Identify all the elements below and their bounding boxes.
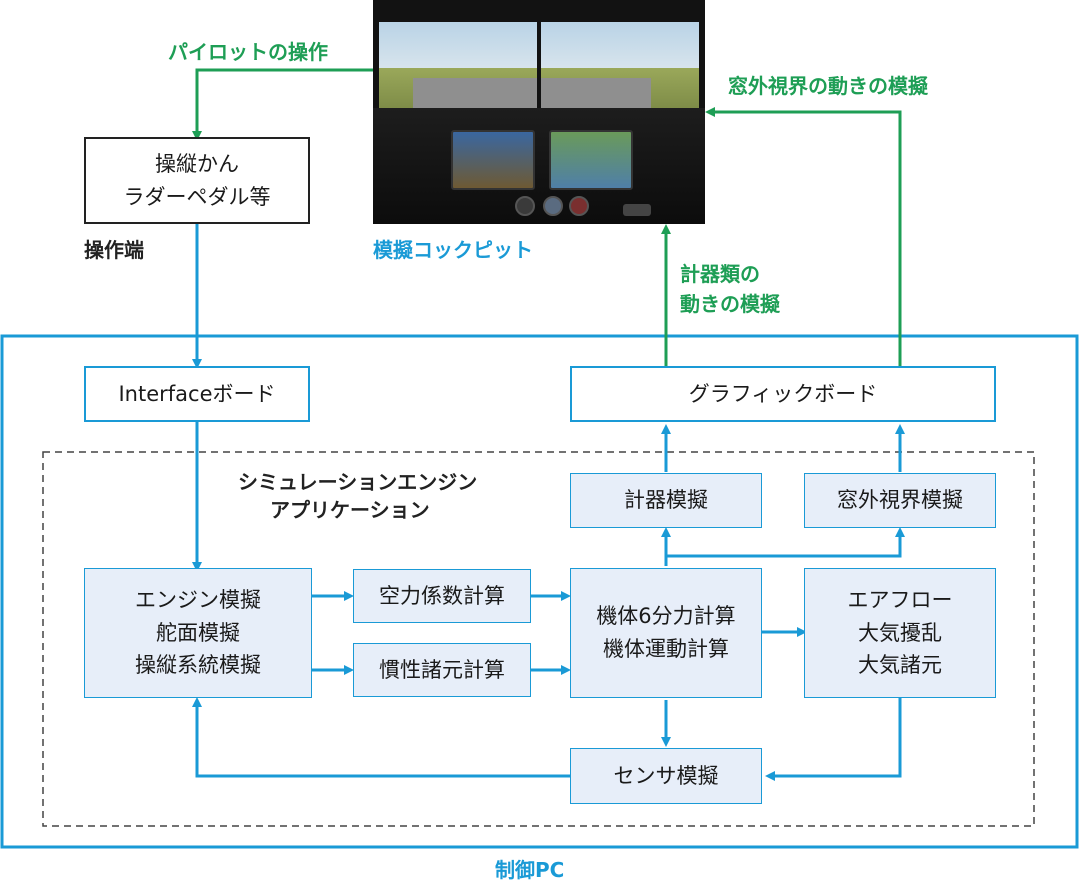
runway-right [541, 78, 651, 108]
engine-app-label-2: アプリケーション [270, 498, 430, 522]
throttle-lever [623, 204, 651, 216]
air-box: エアフロー 大気擾乱 大気諸元 [804, 568, 996, 698]
sensor-sim-label: センサ模擬 [613, 763, 719, 788]
cockpit-caption: 模擬コックピット [373, 238, 533, 262]
red-knob [569, 196, 589, 216]
airframe-to-window-arrow [666, 527, 905, 558]
interface-board-box: Interfaceボード [84, 366, 310, 422]
air-line-3: 大気諸元 [858, 653, 942, 678]
window-view-sim-label: 窓外視界模擬 [837, 488, 963, 513]
engine-sim-line-2: 舵面模擬 [156, 620, 240, 645]
instrument-motion-label-2: 動きの模擬 [680, 292, 780, 316]
graphics-board-label: グラフィックボード [688, 381, 878, 406]
air-line-2: 大気擾乱 [858, 620, 942, 645]
inertia-label: 慣性諸元計算 [379, 657, 505, 682]
view-motion-label: 窓外視界の動きの模擬 [728, 74, 928, 98]
gauge-knob [515, 196, 535, 216]
graphics-board-box: グラフィックボード [570, 366, 996, 422]
multifunction-display [549, 130, 633, 190]
engine-app-label-1: シミュレーションエンジン [238, 470, 478, 494]
instrument-sim-label: 計器模擬 [624, 488, 708, 513]
operator-terminal-label: 操作端 [84, 238, 144, 262]
controls-line-1: 操縦かん [155, 151, 239, 176]
engine-sim-box: エンジン模擬 舵面模擬 操縦系統模擬 [84, 568, 312, 698]
instrument-sim-box: 計器模擬 [570, 473, 762, 528]
instrument-motion-label-1: 計器類の [680, 262, 760, 286]
attitude-gauge [543, 196, 563, 216]
airframe-box: 機体6分力計算 機体運動計算 [570, 568, 762, 698]
controls-line-2: ラダーペダル等 [123, 184, 271, 209]
inertia-box: 慣性諸元計算 [353, 643, 531, 697]
air-line-1: エアフロー [847, 588, 953, 613]
interface-board-label: Interfaceボード [118, 381, 276, 406]
aero-coeff-label: 空力係数計算 [379, 583, 505, 608]
cockpit-photo [373, 0, 705, 224]
runway-left [413, 78, 537, 108]
control-pc-label: 制御PC [495, 858, 565, 882]
airframe-line-2: 機体運動計算 [603, 637, 729, 661]
air-to-sensor-arrow [765, 698, 902, 781]
pilot-operation-arrow [192, 68, 373, 141]
pilot-operation-label: パイロットの操作 [168, 40, 328, 64]
engine-sim-line-3: 操縦系統模擬 [135, 653, 261, 678]
instrument-panel [373, 108, 705, 224]
airframe-line-1: 機体6分力計算 [596, 604, 736, 629]
aero-coeff-box: 空力係数計算 [353, 569, 531, 623]
window-view-sim-box: 窓外視界模擬 [804, 473, 996, 528]
controls-box: 操縦かん ラダーペダル等 [84, 137, 310, 224]
engine-sim-line-1: エンジン模擬 [135, 588, 261, 613]
view-motion-arrow [705, 107, 902, 366]
control-pc-boundary [0, 334, 1079, 849]
primary-flight-display [451, 130, 535, 190]
sensor-sim-box: センサ模擬 [570, 748, 762, 804]
sensor-to-engine-arrow [192, 697, 570, 778]
engine-application-boundary [42, 451, 1035, 827]
